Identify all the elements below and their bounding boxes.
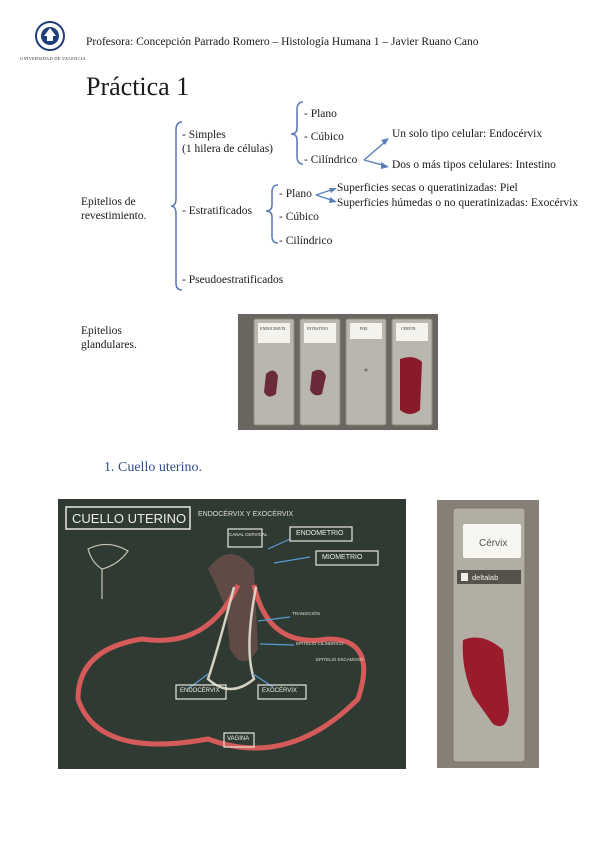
node-exocervix: Superficies húmedas o no queratinizadas:… [337,197,579,209]
page-header: Profesora: Concepción Parrado Romero – H… [86,36,479,48]
node-simples: - Simples (1 hilera de células) [182,129,273,155]
slide-label-3: PIEL [360,326,369,331]
node-pseudoestratificados: - Pseudoestratificados [182,274,284,286]
university-logo [22,18,78,66]
cervix-slide-photo: Cérvix deltalab [437,500,539,768]
slide-label-1: ENDOCERVIX [260,326,286,331]
slide-label-4: CERVIX [401,326,416,331]
node-simples-plano: - Plano [304,108,337,120]
board-label-endocervix: ENDOCÉRVIX [180,688,220,694]
slide-label-2: INTESTINO [307,326,328,331]
node-estratificados: - Estratificados [182,205,252,217]
board-label-cilindrico: EPITELIO CILÍNDRICO [296,641,344,646]
node-piel: Superficies secas o queratinizadas: Piel [337,182,518,194]
page-title: Práctica 1 [86,72,190,101]
node-simples-cubico: - Cúbico [304,131,344,143]
board-label-endometrio: ENDOMETRIO [296,530,344,537]
slide-photo-label: Cérvix [479,538,508,549]
node-endocervix: Un solo tipo celular: Endocérvix [392,128,543,140]
slide-photo-brand: deltalab [472,573,499,582]
section-heading: 1. Cuello uterino. [104,460,202,475]
chalkboard-photo: CUELLO UTERINO ENDOCÉRVIX Y EXOCÉRVIX CA… [58,499,406,769]
board-subtitle: ENDOCÉRVIX Y EXOCÉRVIX [198,511,294,518]
node-epitelios-glandulares: Epitelios glandulares. [81,325,137,351]
node-epitelios-revestimiento: Epitelios de revestimiento. [81,196,147,222]
node-estratificados-cubico: - Cúbico [279,211,319,223]
board-label-vagina: VAGINA [227,736,250,742]
board-title: CUELLO UTERINO [72,511,187,526]
node-estratificados-plano: - Plano [279,188,312,200]
board-label-miometrio: MIOMETRIO [322,554,363,561]
logo-caption: UNIVERSIDAD DE VALENCIA [20,56,86,61]
board-label-escamoso: EPITELIO ESCAMOSO [316,657,364,662]
node-intestino: Dos o más tipos celulares: Intestino [392,159,556,171]
node-estratificados-cilindrico: - Cilíndrico [279,235,333,247]
board-label-canal: CANAL CERVICAL [229,532,268,537]
board-label-transicion: TRANSICIÓN [292,611,320,616]
node-simples-cilindrico: - Cilíndrico [304,154,358,166]
slides-photo: ENDOCERVIX INTESTINO PIEL CERVIX [238,314,438,430]
board-label-exocervix: EXOCÉRVIX [262,688,297,694]
